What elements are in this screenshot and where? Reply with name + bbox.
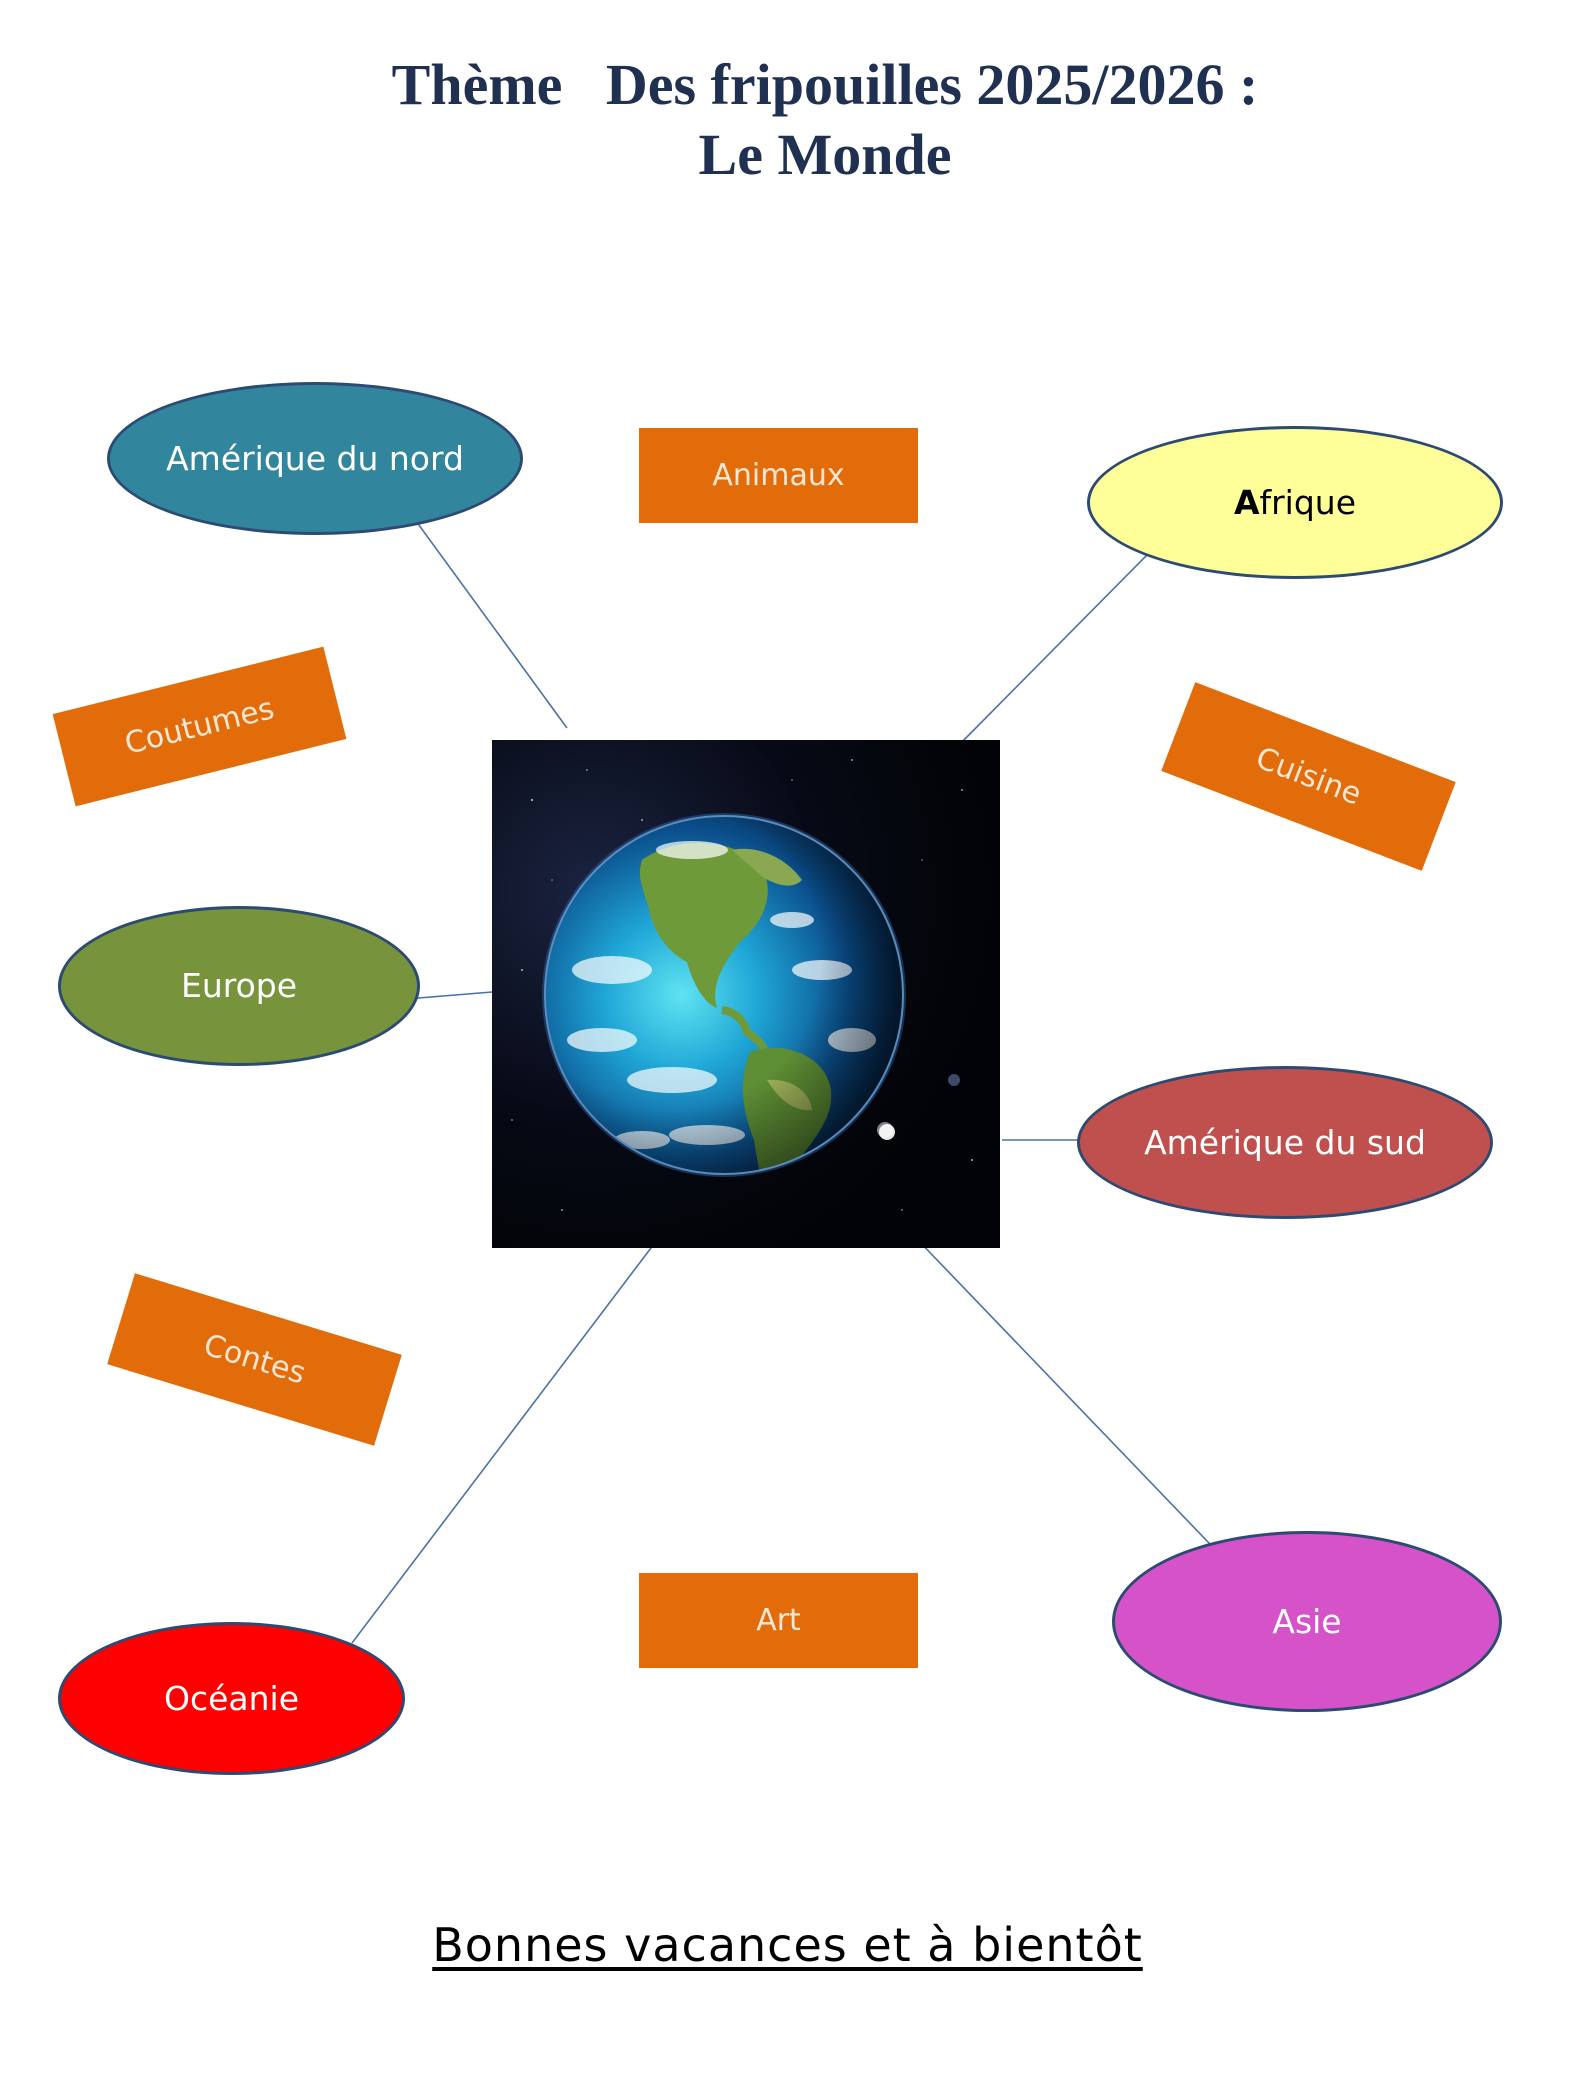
connector-afrique xyxy=(951,554,1148,753)
theme-coutumes-label: Coutumes xyxy=(121,691,278,762)
continent-amerique-du-nord: Amérique du nord xyxy=(107,382,523,535)
footer-message: Bonnes vacances et à bientôt xyxy=(432,1918,1143,1972)
continent-amerique-du-sud-label: Amérique du sud xyxy=(1144,1122,1426,1162)
continent-oceanie-label: Océanie xyxy=(163,1678,300,1718)
theme-contes-label: Contes xyxy=(199,1327,310,1392)
theme-art-label: Art xyxy=(756,1603,801,1638)
theme-art: Art xyxy=(639,1573,918,1668)
continent-europe-label: Europe xyxy=(180,966,298,1006)
continent-afrique: Afrique xyxy=(1087,426,1503,579)
continent-afrique-label: Afrique xyxy=(1233,482,1357,522)
continent-amerique-du-sud: Amérique du sud xyxy=(1077,1066,1493,1219)
title-line-2: Le Monde xyxy=(698,122,952,187)
connector-asie xyxy=(914,1236,1233,1568)
theme-animaux-label: Animaux xyxy=(712,458,845,493)
theme-animaux: Animaux xyxy=(639,428,918,523)
continent-amerique-du-nord-label: Amérique du nord xyxy=(166,438,464,478)
earth-globe-image xyxy=(492,740,1000,1248)
connector-oceanie xyxy=(351,1239,658,1644)
title-line-1: Thème Des fripouilles 2025/2026 : xyxy=(391,52,1259,117)
continent-europe: Europe xyxy=(58,906,420,1066)
theme-cuisine-label: Cuisine xyxy=(1250,740,1366,813)
continent-asie-label: Asie xyxy=(1272,1601,1342,1641)
continent-oceanie: Océanie xyxy=(58,1622,405,1775)
continent-asie: Asie xyxy=(1112,1531,1502,1712)
